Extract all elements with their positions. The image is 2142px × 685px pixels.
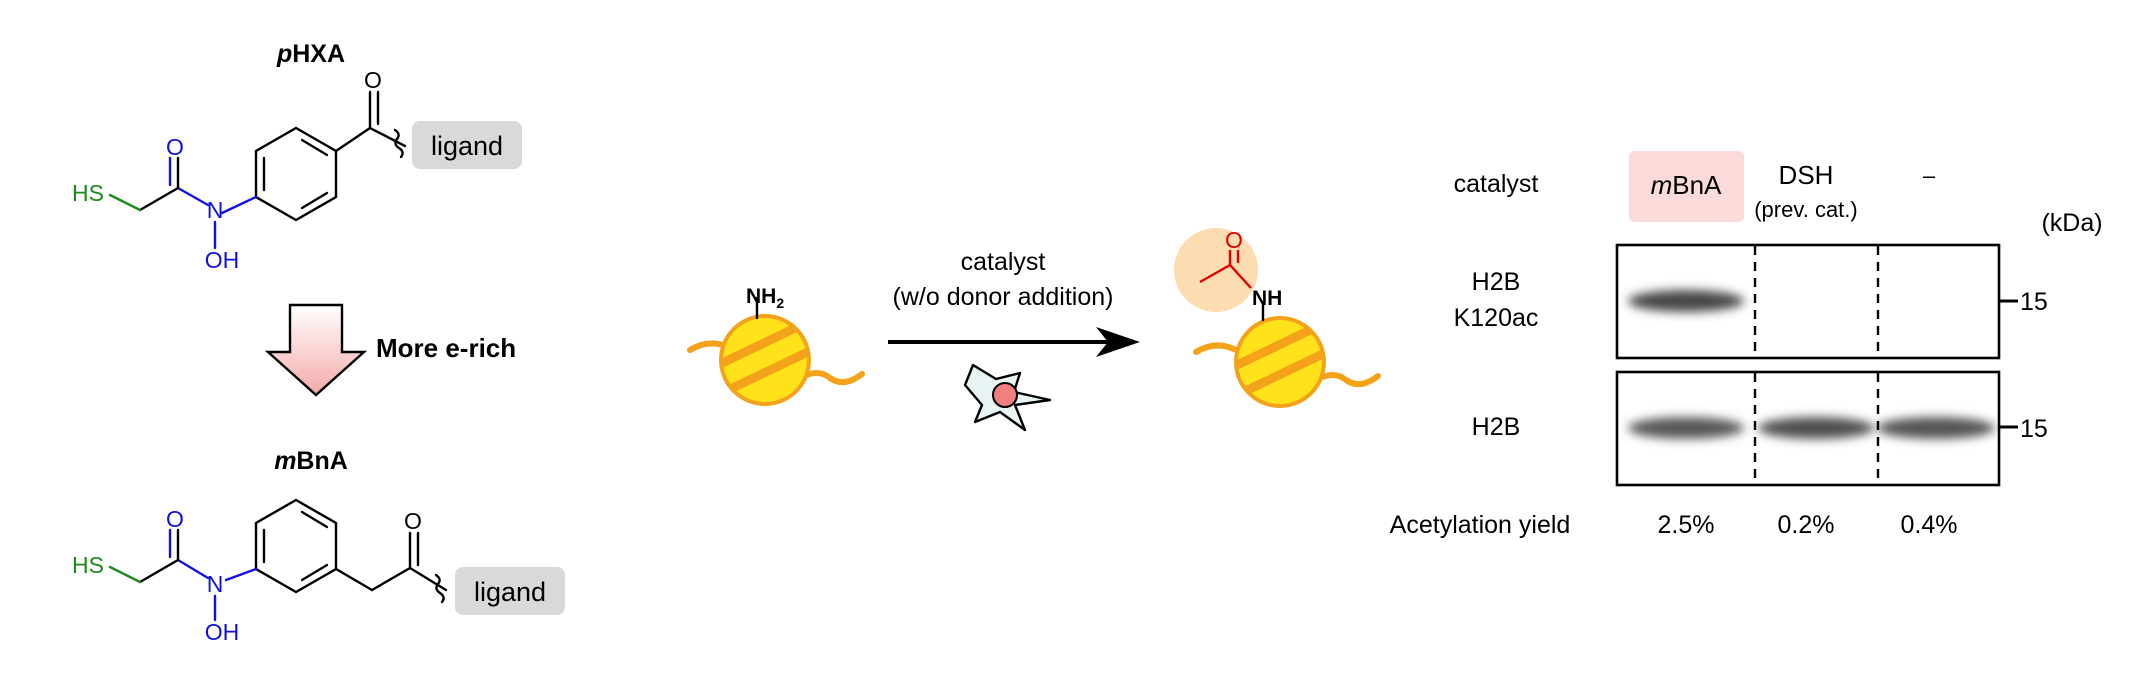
product-o-label: O — [1225, 227, 1243, 253]
phxa-suffix: HXA — [292, 40, 345, 68]
lane-none-header: – — [1923, 163, 1936, 188]
cell-nucleus — [992, 382, 1018, 408]
blot1-bands — [1628, 290, 1744, 312]
phxa-oh-label: OH — [205, 247, 240, 273]
mbna-structure — [108, 498, 448, 622]
blot2-marker-label: 15 — [2020, 415, 2048, 443]
mbna-n-label: N — [207, 571, 224, 597]
blot1-label-line1: H2B — [1472, 268, 1521, 296]
reaction-arrow-label-line1: catalyst — [961, 248, 1046, 276]
phxa-o1-label: O — [166, 134, 184, 160]
blot1-label-line2: K120ac — [1454, 304, 1539, 332]
catalyst-row-label: catalyst — [1454, 170, 1539, 198]
right-panel: catalyst mBnA DSH (prev. cat.) – (kDa) H… — [1390, 151, 2103, 539]
phxa-n-label: N — [207, 197, 224, 223]
phxa-wavy-bond — [393, 128, 404, 159]
middle-panel: NH2 catalyst (w/o donor addition) — [687, 227, 1381, 432]
mbna-suffix: BnA — [296, 447, 347, 475]
phxa-title: pHXA — [276, 40, 345, 68]
substrate-nh-sub: 2 — [776, 295, 784, 311]
lane-mbna-highlight — [1629, 151, 1744, 222]
acetyl-halo — [1174, 228, 1258, 312]
blot1-band-lane-1 — [1628, 290, 1744, 312]
phxa-ligand-label: ligand — [431, 131, 503, 161]
substrate-nucleosome — [687, 296, 865, 406]
product-nh-label: NH — [1252, 287, 1282, 310]
cell-icon — [963, 363, 1052, 432]
phxa-benzene-ring — [254, 126, 338, 222]
blot2-label: H2B — [1472, 413, 1521, 441]
reaction-arrow-label-line2: (w/o donor addition) — [893, 283, 1114, 311]
yield-dsh: 0.2% — [1778, 511, 1835, 539]
phxa-structure — [108, 90, 407, 250]
mbna-o2-label: O — [404, 508, 422, 534]
mbna-ligand-label: ligand — [474, 577, 546, 607]
blot2-band-lane-1 — [1628, 417, 1744, 439]
mbna-sh-label: HS — [72, 552, 104, 578]
mbna-prefix: m — [274, 447, 296, 475]
mbna-title: mBnA — [274, 447, 348, 475]
mbna-benzene-ring — [254, 498, 338, 594]
kda-label: (kDa) — [2041, 209, 2102, 237]
yield-mbna: 2.5% — [1658, 511, 1715, 539]
product-nucleosome — [1174, 228, 1381, 408]
phxa-o2-label: O — [364, 67, 382, 93]
lane-mbna-suffix: BnA — [1672, 170, 1722, 200]
lane-dsh-sublabel: (prev. cat.) — [1754, 197, 1858, 222]
phxa-prefix: p — [276, 40, 292, 68]
blot1-marker-label: 15 — [2020, 288, 2048, 316]
more-e-rich-label: More e-rich — [376, 333, 516, 363]
left-panel: pHXA — [72, 40, 565, 645]
blot2-band-lane-3 — [1877, 417, 1995, 439]
more-e-rich-arrow — [264, 303, 368, 397]
blot2-band-lane-2 — [1758, 417, 1874, 439]
substrate-nh2-label: NH2 — [746, 285, 784, 311]
yield-row-label: Acetylation yield — [1390, 511, 1571, 539]
lane-mbna-header: mBnA — [1651, 170, 1722, 200]
lane-mbna-prefix: m — [1651, 170, 1673, 200]
yield-none: 0.4% — [1901, 511, 1958, 539]
mbna-ligand-box — [455, 567, 565, 615]
mbna-o1-label: O — [166, 506, 184, 532]
reaction-arrow-head — [1096, 327, 1140, 357]
lane-dsh-header: DSH — [1779, 160, 1834, 190]
mbna-oh-label: OH — [205, 619, 240, 645]
mbna-wavy-bond — [434, 573, 445, 604]
phxa-ligand-box — [412, 121, 522, 169]
phxa-sh-label: HS — [72, 180, 104, 206]
blot2-bands — [1628, 417, 1995, 439]
substrate-nh-text: NH — [746, 285, 776, 308]
